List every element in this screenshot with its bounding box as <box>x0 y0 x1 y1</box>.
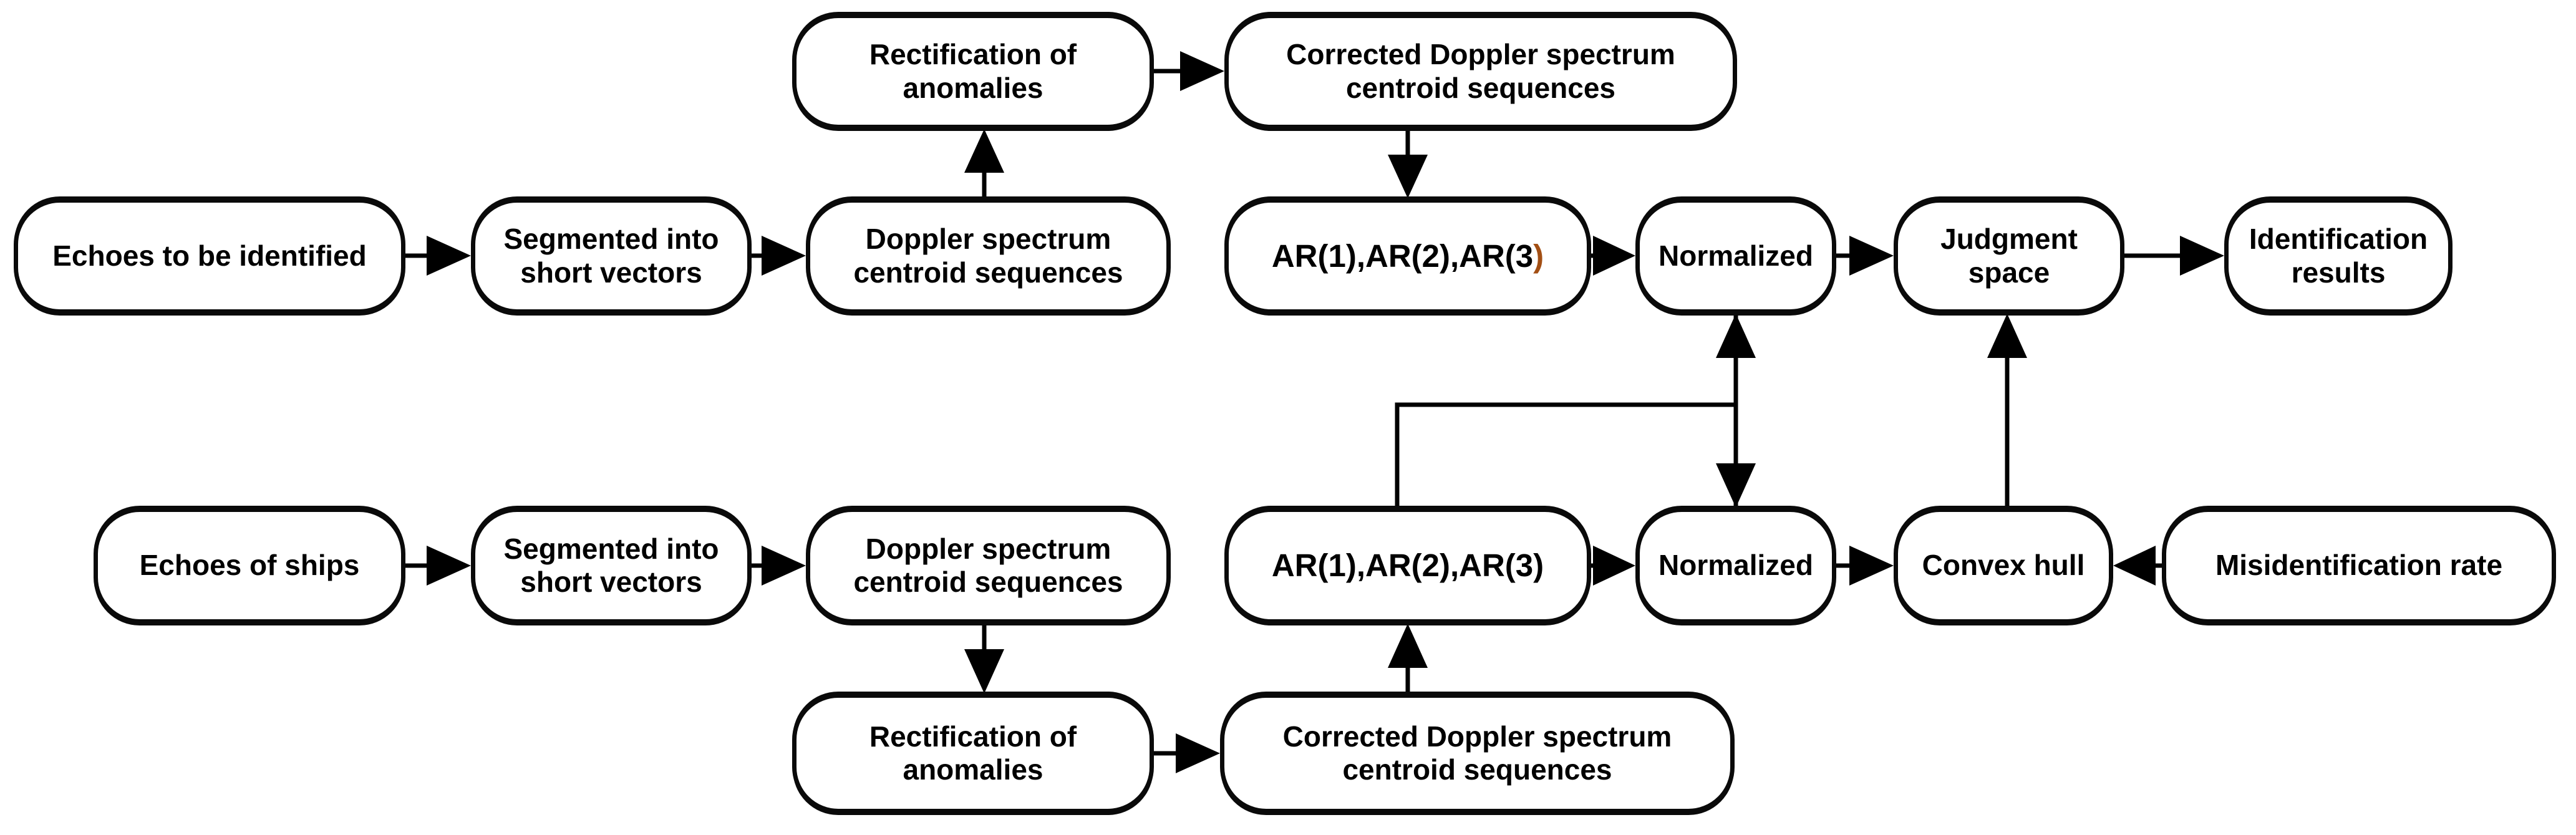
node-label: Misidentification rate <box>2215 549 2503 582</box>
node-label: Echoes to be identified <box>52 239 367 272</box>
node-label-accent-paren: ) <box>1533 238 1544 274</box>
node-echoes-of-ships: Echoes of ships <box>94 508 405 624</box>
arrow-doppler-down-to-rectification-bottom <box>964 624 1004 693</box>
node-label: AR(1),AR(2),AR(3 <box>1271 238 1534 274</box>
node-echoes-to-be-identified: Echoes to be identified <box>14 198 405 314</box>
arrow-segmented-to-doppler-bottom <box>752 546 806 586</box>
arrow-corrected-up-to-ar-bottom <box>1388 624 1428 693</box>
node-identification-results: Identification results <box>2224 198 2453 314</box>
node-judgment-space: Judgment space <box>1894 198 2124 314</box>
arrow-ar-to-normalized-bottom <box>1591 546 1635 586</box>
node-corrected-doppler-bottom: Corrected Doppler spectrum centroid sequ… <box>1220 693 1735 813</box>
node-doppler-centroid-top: Doppler spectrum centroid sequences <box>806 198 1171 314</box>
node-label: Rectification of anomalies <box>869 720 1077 786</box>
node-label: Rectification of anomalies <box>869 38 1077 104</box>
node-label: Convex hull <box>1922 549 2085 582</box>
arrow-convex-up-to-judgment <box>1987 314 2027 508</box>
node-label: Corrected Doppler spectrum centroid sequ… <box>1282 720 1672 786</box>
node-label: Identification results <box>2249 223 2428 289</box>
node-ar-coefficients-top: AR(1),AR(2),AR(3) <box>1224 198 1591 314</box>
arrow-judgment-to-identification <box>2124 236 2224 276</box>
node-rectification-anomalies-bottom: Rectification of anomalies <box>792 693 1154 813</box>
node-doppler-centroid-bottom: Doppler spectrum centroid sequences <box>806 508 1171 624</box>
arrow-misidentification-to-convex <box>2113 546 2162 586</box>
node-label: Segmented into short vectors <box>503 532 719 598</box>
arrow-ships-to-segmented-bottom <box>405 546 471 586</box>
node-label: Doppler spectrum centroid sequences <box>853 223 1123 289</box>
arrow-rectification-to-corrected-bottom <box>1154 733 1220 773</box>
arrow-corrected-down-to-ar-top <box>1388 129 1428 198</box>
node-label: Corrected Doppler spectrum centroid sequ… <box>1286 38 1675 104</box>
node-convex-hull: Convex hull <box>1894 508 2113 624</box>
node-label: Segmented into short vectors <box>503 223 719 289</box>
node-segmented-short-vectors-top: Segmented into short vectors <box>471 198 752 314</box>
node-label: Normalized <box>1658 239 1813 272</box>
node-ar-coefficients-bottom: AR(1),AR(2),AR(3) <box>1224 508 1591 624</box>
node-label: Echoes of ships <box>139 549 360 582</box>
arrow-echoes-to-segmented-top <box>405 236 471 276</box>
node-label: Judgment space <box>1940 223 2078 289</box>
node-normalized-top: Normalized <box>1635 198 1836 314</box>
arrow-normalized-to-judgment <box>1836 236 1894 276</box>
arrow-ar-to-normalized-top <box>1591 236 1635 276</box>
arrow-segmented-to-doppler-top <box>752 236 806 276</box>
node-label: Normalized <box>1658 549 1813 582</box>
node-corrected-doppler-top: Corrected Doppler spectrum centroid sequ… <box>1224 14 1737 129</box>
arrow-normalized-to-convex <box>1836 546 1894 586</box>
elbow-ar-bottom-to-link <box>1395 402 1736 508</box>
node-normalized-bottom: Normalized <box>1635 508 1836 624</box>
node-rectification-anomalies-top: Rectification of anomalies <box>792 14 1154 129</box>
node-segmented-short-vectors-bottom: Segmented into short vectors <box>471 508 752 624</box>
node-label: Doppler spectrum centroid sequences <box>853 532 1123 598</box>
arrow-rectification-to-corrected-top <box>1154 51 1224 91</box>
arrow-normalized-top-bottom-link <box>1716 314 1756 508</box>
arrow-doppler-up-to-rectification-top <box>964 129 1004 198</box>
node-label: AR(1),AR(2),AR(3) <box>1271 548 1544 584</box>
node-misidentification-rate: Misidentification rate <box>2162 508 2556 624</box>
